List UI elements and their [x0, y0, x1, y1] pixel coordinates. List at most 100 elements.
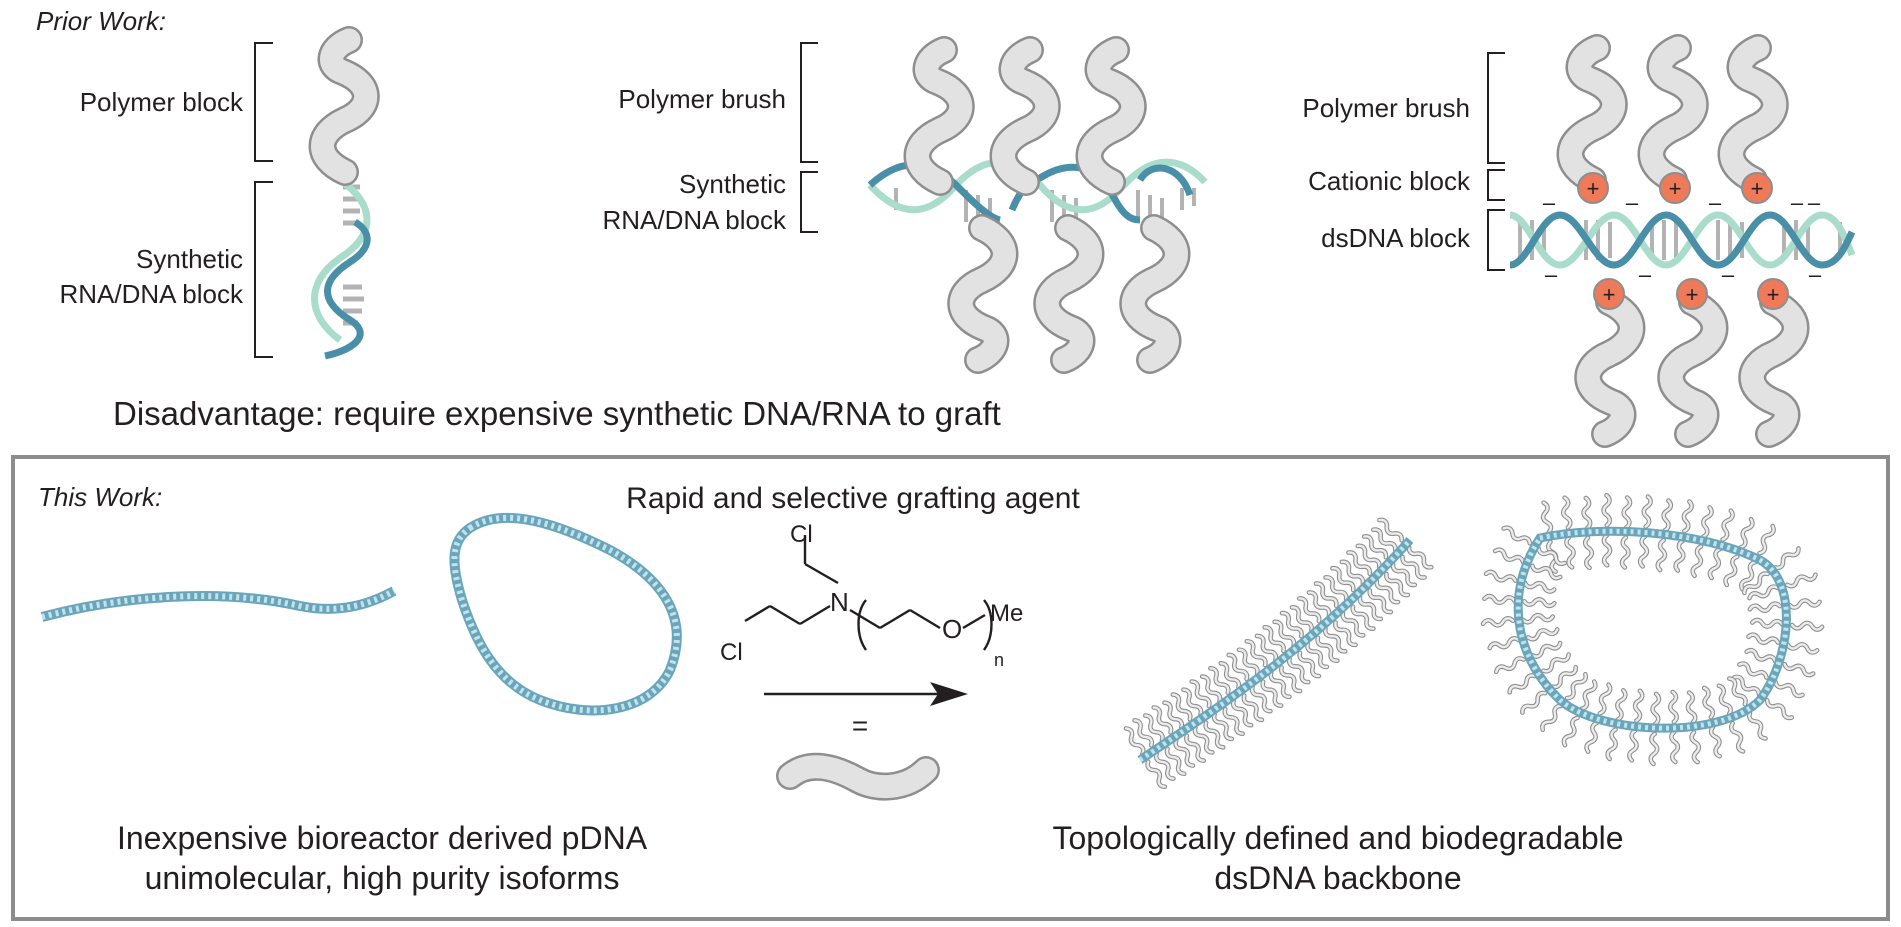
linear-bottlebrush — [1123, 518, 1433, 788]
side-chain — [1597, 684, 1611, 714]
side-chain — [1562, 497, 1571, 527]
svg-text:–: – — [1709, 190, 1722, 215]
side-chain — [1670, 692, 1677, 722]
panel-1-polymer-block: Polymer block Synthetic RNA/DNA block — [60, 40, 371, 360]
side-chain — [1566, 537, 1575, 567]
chem-n-atom: N — [830, 587, 849, 617]
side-chain — [1532, 640, 1562, 658]
cation-top-2: + — [1659, 172, 1691, 204]
side-chain — [1748, 634, 1779, 646]
svg-text:–: – — [1626, 190, 1639, 215]
side-chain — [1603, 495, 1609, 525]
svg-text:+: + — [1751, 176, 1764, 201]
side-chain — [1792, 622, 1822, 630]
svg-text:+: + — [1603, 282, 1616, 307]
brush-chain-2d — [961, 228, 1004, 360]
left-caption-line1: Inexpensive bioreactor derived pDNA — [117, 820, 648, 856]
side-chain — [1607, 729, 1619, 760]
rna-helix-1 — [311, 177, 371, 360]
side-chain — [1786, 572, 1816, 588]
side-chain — [1502, 526, 1531, 546]
equals-sign: = — [852, 710, 868, 741]
side-chain — [1662, 500, 1671, 530]
brush-chain-3c — [1732, 48, 1775, 180]
side-chain — [1520, 691, 1547, 715]
side-chain — [1773, 546, 1800, 570]
side-chain — [1524, 580, 1555, 593]
side-chain — [1524, 598, 1554, 606]
side-chain — [1675, 540, 1686, 571]
side-chain — [1495, 657, 1525, 675]
panel-2-rna-label-line2: RNA/DNA block — [603, 205, 787, 235]
panel-2-polymer-label: Polymer brush — [618, 84, 786, 114]
chem-o-atom: O — [942, 614, 962, 644]
bracket-dsdna-3 — [1487, 209, 1505, 271]
dsdna-helix-3 — [1509, 211, 1856, 269]
side-chain — [1541, 502, 1552, 533]
chem-me: Me — [990, 600, 1023, 627]
polymer-chain-1 — [323, 40, 366, 172]
svg-text:+: + — [1669, 176, 1682, 201]
side-chain — [1681, 501, 1692, 532]
chem-cl-top: Cl — [790, 521, 813, 548]
side-chain — [1640, 536, 1648, 566]
bracket-cationic-3 — [1487, 169, 1505, 201]
panel-2-rna-label-line1: Synthetic — [679, 169, 786, 199]
side-chain — [1622, 537, 1629, 567]
side-chain — [1787, 642, 1818, 654]
svg-text:–: – — [1809, 262, 1822, 287]
side-chain — [1746, 649, 1776, 664]
panel-3-polymer-label: Polymer brush — [1302, 93, 1470, 123]
polymer-chain-legend — [776, 752, 940, 801]
cation-bottom-3: + — [1757, 278, 1789, 310]
svg-text:–: – — [1722, 262, 1735, 287]
bracket-rna-2 — [800, 171, 818, 233]
side-chain — [1651, 734, 1658, 764]
svg-text:–: – — [1545, 262, 1558, 287]
side-chain — [1784, 661, 1814, 676]
panel-1-polymer-label: Polymer block — [80, 87, 244, 117]
side-chain — [1633, 690, 1642, 720]
bracket-rna-1 — [254, 181, 273, 358]
side-chain — [1730, 722, 1746, 752]
svg-text:–: – — [1543, 190, 1556, 215]
side-chain — [1494, 548, 1524, 565]
svg-text:–: – — [1808, 190, 1821, 215]
brush-chain-3b — [1652, 48, 1695, 180]
side-chain — [1615, 690, 1627, 721]
side-chain — [1583, 498, 1591, 528]
anion-marks: – – – – – – – – – — [1543, 190, 1822, 287]
side-chain — [1686, 692, 1696, 723]
svg-text:–: – — [1791, 190, 1804, 215]
panel-3-electrostatic-brush: Polymer brush Cationic block dsDNA block — [1302, 48, 1856, 434]
svg-text:–: – — [1639, 262, 1652, 287]
side-chain — [1692, 546, 1704, 577]
side-chain — [1710, 726, 1722, 757]
side-chain — [1701, 687, 1713, 718]
side-chain — [1716, 685, 1732, 715]
side-chain — [1585, 722, 1599, 752]
brush-chain-3e — [1671, 302, 1714, 434]
side-chain — [1579, 680, 1597, 710]
svg-text:+: + — [1767, 282, 1780, 307]
cation-bottom-1: + — [1593, 278, 1625, 310]
side-chain — [1652, 694, 1659, 724]
side-chain — [1747, 711, 1768, 740]
side-chain — [1752, 620, 1782, 628]
side-chain — [1623, 497, 1630, 527]
side-chain — [1691, 732, 1701, 763]
side-chain — [1542, 652, 1571, 673]
svg-text:+: + — [1587, 176, 1600, 201]
reaction-arrow — [764, 682, 968, 706]
brush-chain-3f — [1752, 302, 1795, 434]
panel-3-cationic-label: Cationic block — [1308, 166, 1471, 196]
panel-1-rna-label-line2: RNA/DNA block — [60, 279, 244, 309]
side-chain — [1643, 496, 1651, 526]
cation-top-3: + — [1741, 172, 1773, 204]
side-chain — [1789, 599, 1819, 608]
bracket-polymer-1 — [254, 42, 273, 162]
side-chain — [1528, 627, 1559, 641]
grafting-agent-structure — [744, 535, 993, 651]
side-chain — [1489, 637, 1520, 651]
cation-bottom-2: + — [1676, 278, 1708, 310]
